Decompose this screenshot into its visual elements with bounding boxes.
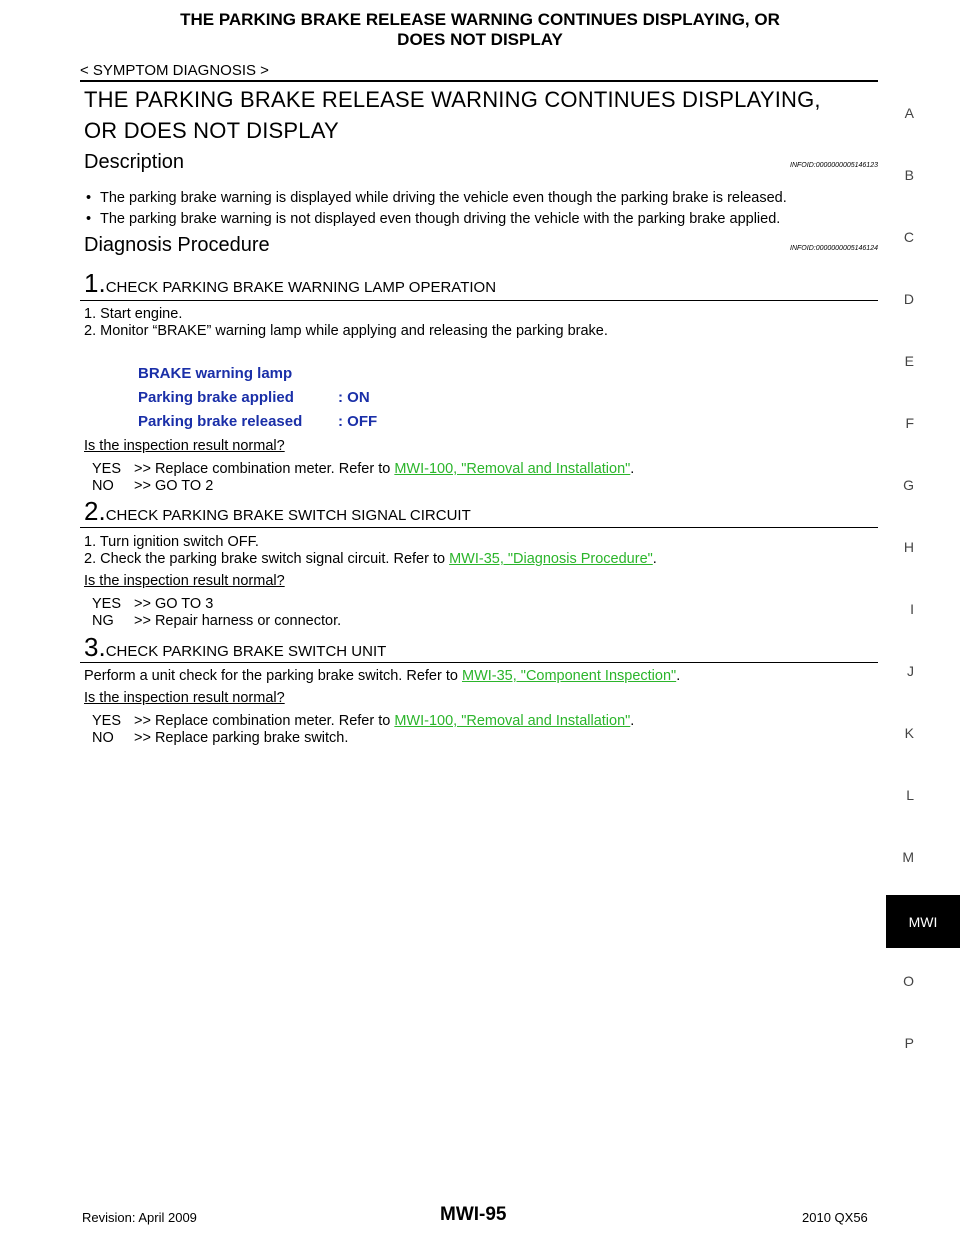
instruction-line: 1. Start engine. <box>84 306 183 322</box>
side-index-letter[interactable]: J <box>907 663 914 679</box>
answer-label: YES <box>92 713 122 729</box>
step-number: 1. <box>84 268 106 298</box>
side-index-letter[interactable]: K <box>904 725 914 741</box>
step-divider <box>80 662 878 663</box>
answer-text: >> Replace combination meter. Refer to M… <box>134 713 635 729</box>
diagnosis-heading: Diagnosis Procedure <box>84 234 270 256</box>
breadcrumb: < SYMPTOM DIAGNOSIS > <box>80 62 269 79</box>
spec-title: BRAKE warning lamp <box>138 365 293 382</box>
answer-ng: NG >> Repair harness or connector. <box>92 613 341 630</box>
side-index-letter[interactable]: L <box>906 787 914 803</box>
side-index-letter[interactable]: I <box>910 601 914 617</box>
answer-yes: YES >> GO TO 3 <box>92 596 341 613</box>
answer-yes: YES >> Replace combination meter. Refer … <box>92 713 634 730</box>
step-title: CHECK PARKING BRAKE SWITCH UNIT <box>105 643 387 660</box>
step-divider <box>80 527 878 528</box>
diagnosis-procedure-link[interactable]: MWI-35, "Diagnosis Procedure" <box>449 551 653 567</box>
answer-text: >> Repair harness or connector. <box>134 613 342 629</box>
description-heading: Description <box>84 151 185 173</box>
step-2-heading: 2.CHECK PARKING BRAKE SWITCH SIGNAL CIRC… <box>84 496 471 527</box>
answer-text: >> Replace parking brake switch. <box>134 730 349 746</box>
step-3-answers: YES >> Replace combination meter. Refer … <box>92 713 634 747</box>
side-index-letter[interactable]: D <box>903 291 914 307</box>
answer-text: >> Replace combination meter. Refer to M… <box>134 461 635 477</box>
side-index-letter[interactable]: E <box>904 353 914 369</box>
description-bullet: The parking brake warning is displayed w… <box>84 188 787 209</box>
header-divider <box>80 80 878 82</box>
footer-page-number: MWI-95 <box>440 1204 507 1225</box>
side-index-letter[interactable]: B <box>904 167 914 183</box>
step-title: CHECK PARKING BRAKE SWITCH SIGNAL CIRCUI… <box>105 507 471 524</box>
answer-no: NO >> Replace parking brake switch. <box>92 730 634 747</box>
side-index-letter[interactable]: M <box>902 849 914 865</box>
component-inspection-link[interactable]: MWI-35, "Component Inspection" <box>461 668 677 684</box>
side-index-letter[interactable]: O <box>903 973 914 989</box>
section-tab-mwi[interactable]: MWI <box>886 895 960 948</box>
description-bullet: The parking brake warning is not display… <box>84 209 787 230</box>
page-title-line1: THE PARKING BRAKE RELEASE WARNING CONTIN… <box>84 87 821 112</box>
instruction-line: 1. Turn ignition switch OFF. <box>84 534 259 550</box>
spec-value: : OFF <box>338 413 378 430</box>
side-index-letter[interactable]: F <box>905 415 914 431</box>
side-index-letter[interactable]: P <box>904 1035 914 1051</box>
answer-label: YES <box>92 596 122 612</box>
answer-label: NO <box>92 730 114 746</box>
step-2-answers: YES >> GO TO 3 NG >> Repair harness or c… <box>92 596 341 630</box>
answer-label: YES <box>92 461 122 477</box>
removal-installation-link[interactable]: MWI-100, "Removal and Installation" <box>394 461 631 477</box>
description-bullets: The parking brake warning is displayed w… <box>84 188 787 230</box>
answer-text: >> GO TO 3 <box>134 596 214 612</box>
step-1-answers: YES >> Replace combination meter. Refer … <box>92 461 634 495</box>
side-index-letter[interactable]: A <box>904 105 914 121</box>
step-title: CHECK PARKING BRAKE WARNING LAMP OPERATI… <box>105 279 497 296</box>
step-2-question: Is the inspection result normal? <box>84 573 285 589</box>
step-3-question: Is the inspection result normal? <box>84 690 285 706</box>
spec-table: BRAKE warning lamp Parking brake applied… <box>138 362 377 434</box>
step-3-instruction: Perform a unit check for the parking bra… <box>84 668 681 684</box>
instruction-line: 2. Check the parking brake switch signal… <box>84 551 657 567</box>
answer-no: NO >> GO TO 2 <box>92 478 634 495</box>
spec-row: Parking brake released : OFF <box>138 410 377 434</box>
side-index-letter[interactable]: G <box>903 477 914 493</box>
answer-text: >> GO TO 2 <box>134 478 214 494</box>
diagnosis-infoid: INFOID:0000000005146124 <box>790 245 878 252</box>
side-index-letter[interactable]: H <box>903 539 914 555</box>
running-header-line2: DOES NOT DISPLAY <box>397 30 563 49</box>
description-infoid: INFOID:0000000005146123 <box>790 162 878 169</box>
spec-key: Parking brake released <box>138 413 303 430</box>
side-index-letter[interactable]: C <box>903 229 914 245</box>
answer-yes: YES >> Replace combination meter. Refer … <box>92 461 634 478</box>
step-divider <box>80 300 878 301</box>
running-header-line1: THE PARKING BRAKE RELEASE WARNING CONTIN… <box>180 10 780 29</box>
footer-revision: Revision: April 2009 <box>82 1210 197 1225</box>
spec-key: Parking brake applied <box>138 389 294 406</box>
step-2-instructions: 1. Turn ignition switch OFF. 2. Check th… <box>84 534 657 568</box>
step-3-heading: 3.CHECK PARKING BRAKE SWITCH UNIT <box>84 632 386 663</box>
instruction-line: 2. Monitor “BRAKE” warning lamp while ap… <box>84 323 608 339</box>
footer-model: 2010 QX56 <box>802 1210 868 1225</box>
spec-value: : ON <box>338 389 370 406</box>
step-1-question: Is the inspection result normal? <box>84 438 285 454</box>
running-header-title: THE PARKING BRAKE RELEASE WARNING CONTIN… <box>60 10 900 50</box>
answer-label: NO <box>92 478 114 494</box>
step-1-heading: 1.CHECK PARKING BRAKE WARNING LAMP OPERA… <box>84 268 496 299</box>
spec-row: Parking brake applied : ON <box>138 386 377 410</box>
step-number: 2. <box>84 496 106 526</box>
step-number: 3. <box>84 632 106 662</box>
answer-label: NG <box>92 613 114 629</box>
step-1-instructions: 1. Start engine. 2. Monitor “BRAKE” warn… <box>84 306 608 340</box>
page-title: THE PARKING BRAKE RELEASE WARNING CONTIN… <box>84 84 821 146</box>
page-title-line2: OR DOES NOT DISPLAY <box>84 118 339 143</box>
removal-installation-link[interactable]: MWI-100, "Removal and Installation" <box>394 713 631 729</box>
